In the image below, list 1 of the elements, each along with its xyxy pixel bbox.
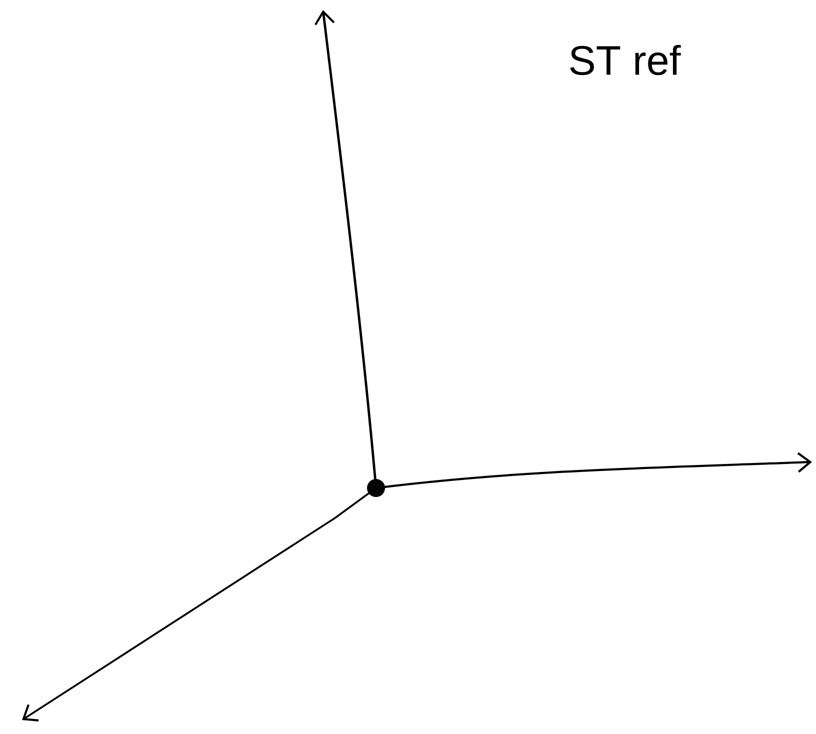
axis-label: ST ref	[570, 44, 681, 76]
